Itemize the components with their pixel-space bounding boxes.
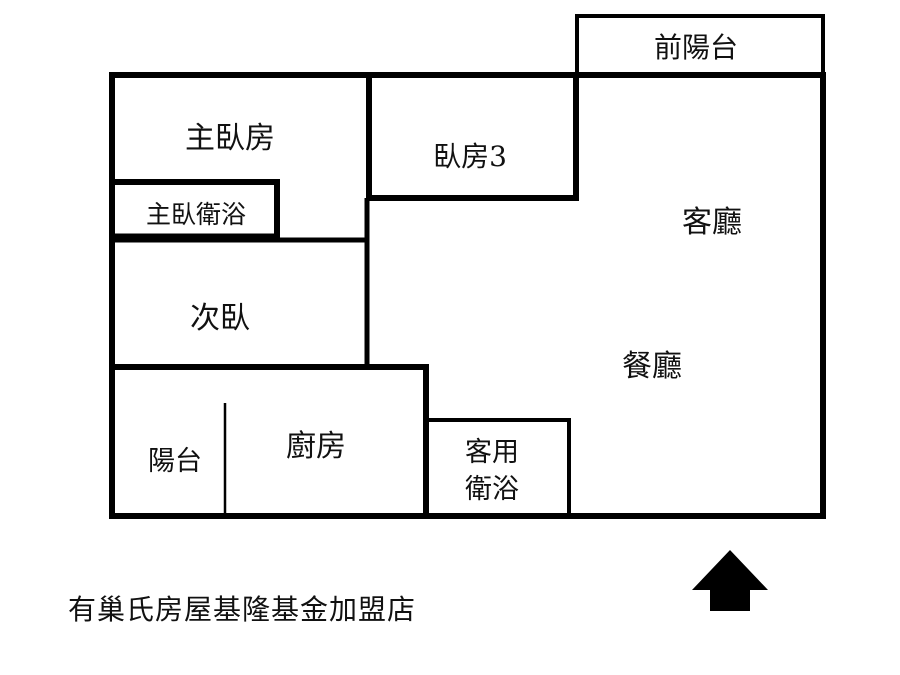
- label-balcony: 陽台: [148, 446, 202, 477]
- kitchen-wall: [112, 364, 429, 516]
- label-kitchen: 廚房: [286, 429, 346, 464]
- label-dining-room: 餐廳: [622, 349, 682, 384]
- label-guest-bath-1: 客用: [465, 437, 519, 468]
- label-bedroom3: 臥房3: [433, 140, 507, 173]
- outer-wall: [109, 72, 826, 519]
- master-bath-wall: [112, 179, 280, 240]
- label-master-bath: 主臥衛浴: [146, 200, 246, 229]
- guest-bath-wall: [428, 418, 571, 516]
- north-arrow-icon: [692, 550, 768, 611]
- bedroom3-wall: [366, 75, 579, 201]
- label-master-bedroom: 主臥房: [185, 121, 275, 156]
- label-living-room: 客廳: [682, 205, 742, 240]
- label-front-balcony: 前陽台: [654, 31, 738, 64]
- agency-name: 有巢氏房屋基隆基金加盟店: [68, 593, 417, 626]
- label-second-bedroom: 次臥: [190, 301, 250, 336]
- label-guest-bath-2: 衛浴: [465, 474, 519, 505]
